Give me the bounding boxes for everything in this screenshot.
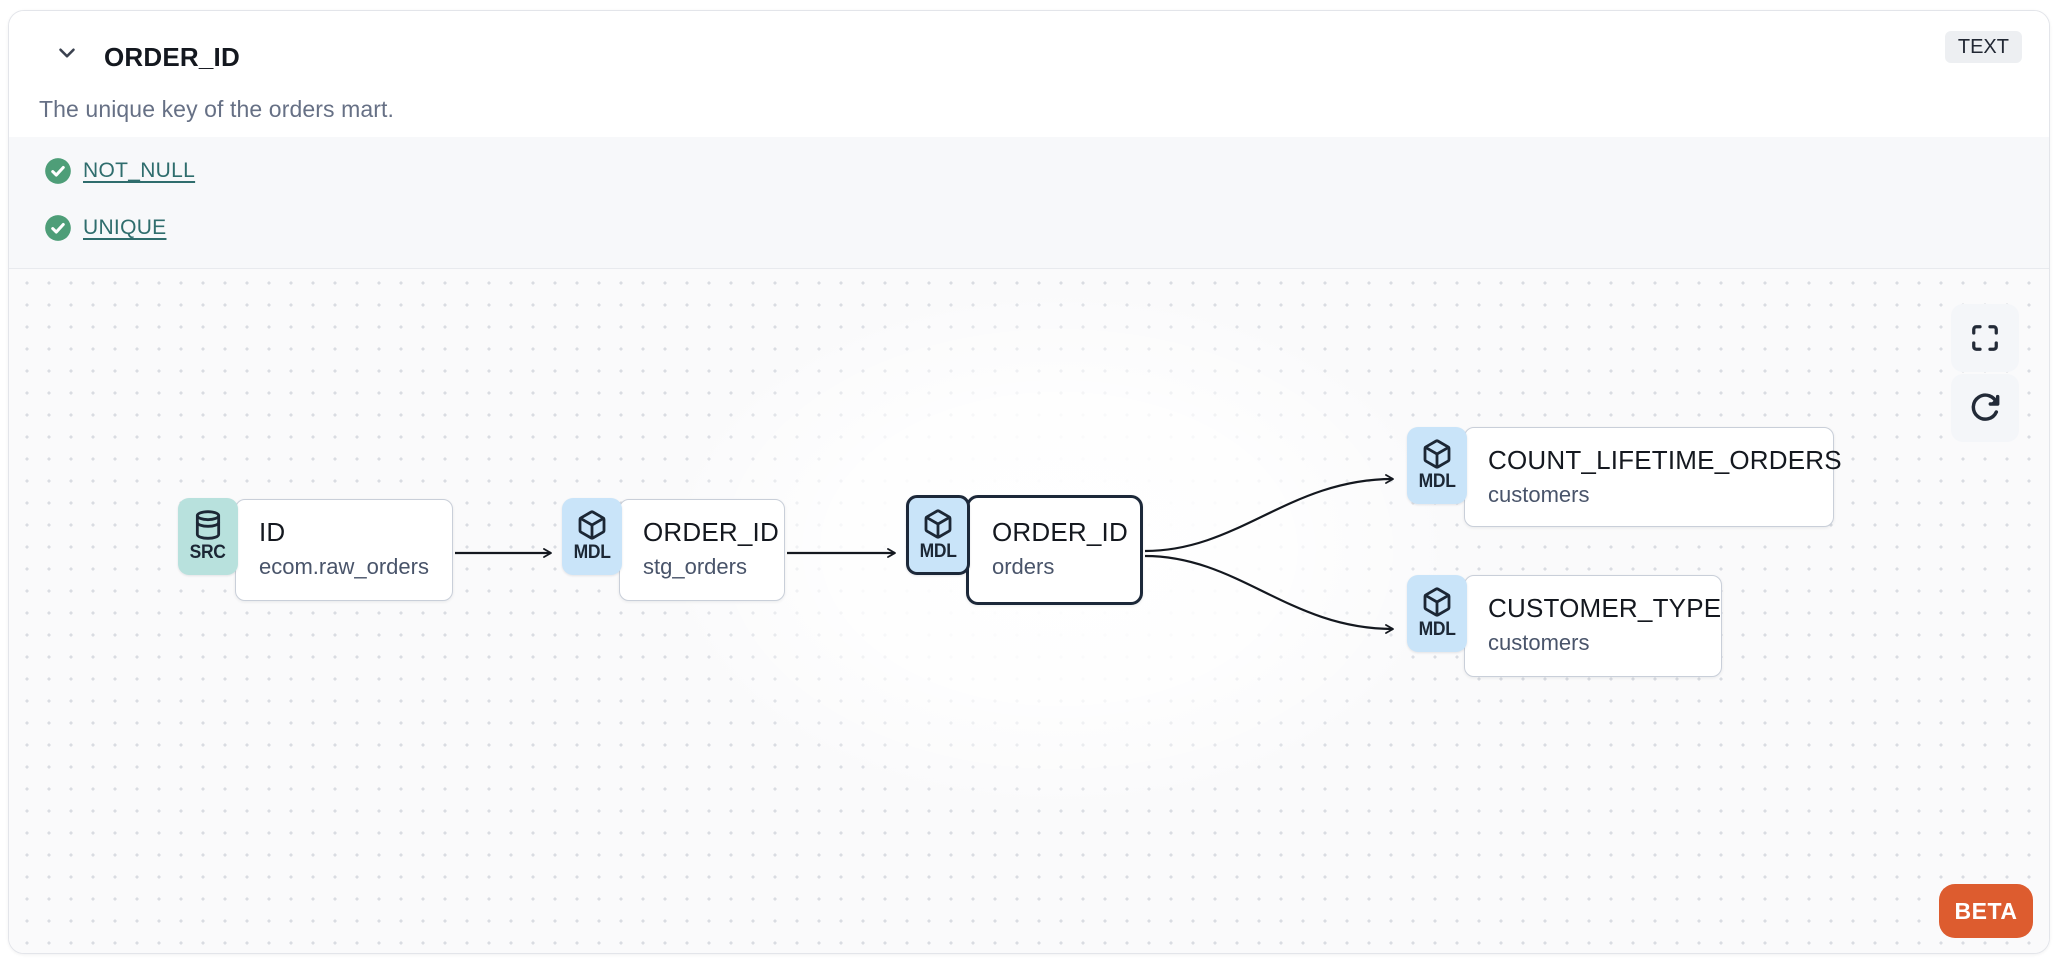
test-link-not-null[interactable]: NOT_NULL [83,159,196,182]
node-subtitle: orders [992,554,1055,579]
reload-layout-button[interactable] [1951,374,2019,442]
node-type-badge[interactable]: MDL [1407,575,1467,652]
node-badge-label: MDL [573,542,611,563]
test-row: UNIQUE [44,214,2049,242]
test-link-unique[interactable]: UNIQUE [83,216,167,239]
chevron-down-icon [54,40,80,66]
lineage-graph-canvas[interactable]: SRC ID ecom.raw_orders MDL ORDER_ID stg_… [9,269,2049,953]
tests-section: NOT_NULL UNIQUE [9,137,2049,269]
cube-icon [576,509,608,541]
cube-icon [1421,438,1453,470]
node-type-badge[interactable]: MDL [562,498,622,575]
node-badge-label: SRC [189,542,227,563]
column-detail-panel: ORDER_ID TEXT The unique key of the orde… [8,10,2050,954]
node-type-badge[interactable]: MDL [906,495,970,575]
node-card[interactable]: ORDER_ID stg_orders [619,499,785,601]
test-pass-check-icon [44,214,72,242]
node-subtitle: stg_orders [643,554,747,579]
node-type-badge[interactable]: SRC [178,498,238,575]
test-pass-check-icon [44,157,72,185]
node-badge-label: MDL [1418,619,1456,640]
node-title: ORDER_ID [992,517,1128,547]
cube-icon [1421,586,1453,618]
node-badge-label: MDL [1418,471,1456,492]
fullscreen-button[interactable] [1951,304,2019,372]
node-subtitle: customers [1488,482,1590,507]
beta-badge[interactable]: BETA [1939,884,2033,938]
node-title: ORDER_ID [643,517,779,547]
node-subtitle: ecom.raw_orders [259,554,429,579]
lineage-edges [455,474,1394,634]
node-type-badge[interactable]: MDL [1407,427,1467,504]
node-card[interactable]: CUSTOMER_TYPE customers [1464,575,1722,677]
node-title: CUSTOMER_TYPE [1488,593,1722,623]
node-card[interactable]: ID ecom.raw_orders [235,499,453,601]
refresh-icon [1969,392,2001,424]
column-title: ORDER_ID [104,42,240,72]
collapse-button[interactable] [47,33,87,73]
node-subtitle: customers [1488,630,1590,655]
cube-icon [922,508,954,540]
column-description: The unique key of the orders mart. [39,96,394,122]
node-title: COUNT_LIFETIME_ORDERS [1488,445,1842,475]
node-card[interactable]: ORDER_ID orders [966,495,1143,605]
column-type-badge: TEXT [1944,31,2022,63]
node-badge-label: MDL [919,540,957,562]
database-icon [192,509,224,541]
maximize-icon [1970,323,2000,353]
node-title: ID [259,517,286,547]
test-row: NOT_NULL [44,157,2049,185]
panel-header: ORDER_ID TEXT The unique key of the orde… [9,11,2049,137]
node-card[interactable]: COUNT_LIFETIME_ORDERS customers [1464,427,1842,527]
